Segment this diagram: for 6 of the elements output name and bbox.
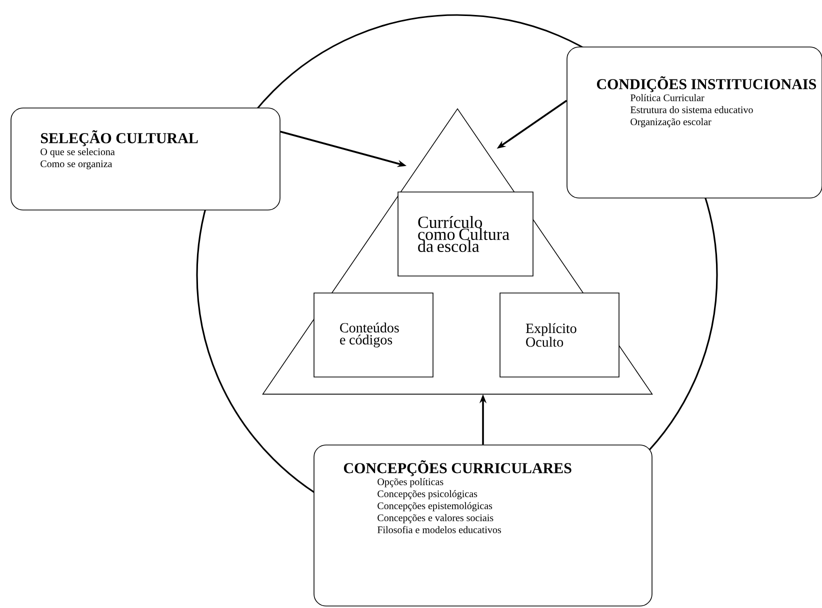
institution-box: CONDIÇÕES INSTITUCIONAIS Política Curricular Estrutura do sistema educativo Organização escolar bbox=[566, 46, 822, 198]
selection-box: SELEÇÃO CULTURAL O que se seleciona Como se organiza bbox=[10, 108, 280, 210]
content-box: Conteúdos e códigos bbox=[314, 292, 434, 378]
explicit-box: Explícito Oculto bbox=[500, 292, 620, 378]
curriculum-box: Currículo como Cultura da escola bbox=[398, 192, 534, 276]
conceptions-box: CONCEPÇÕES CURRICULARES Opções políticas Concepções psicológicas Concepções epistemológicas Concepções e valores sociais Filosofia e modelos educativos bbox=[314, 444, 652, 606]
